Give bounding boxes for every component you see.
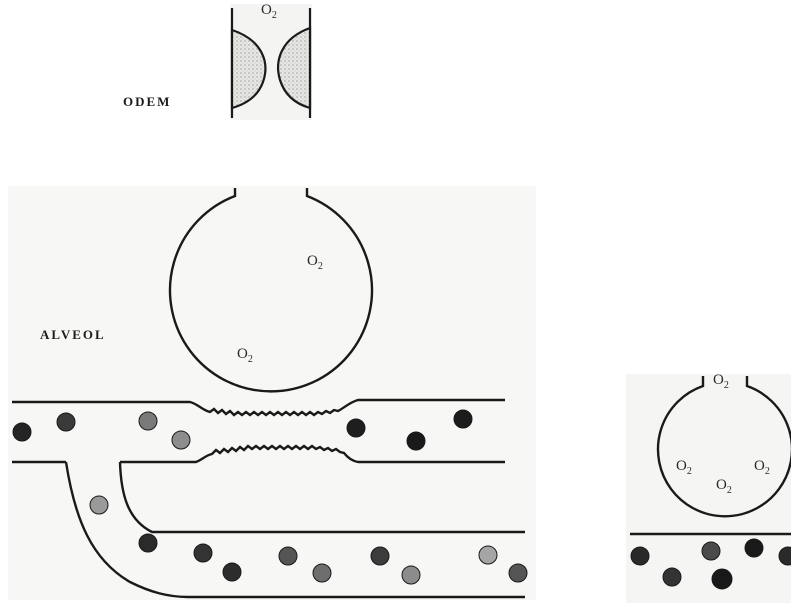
blood-cell [13, 423, 31, 441]
blood-cell [407, 432, 425, 450]
o2-label-odem: O2 [261, 2, 277, 21]
blood-cell [194, 544, 212, 562]
odem-panel [232, 8, 310, 118]
blood-cell [347, 419, 365, 437]
blood-cell [454, 410, 472, 428]
blood-cell [139, 534, 157, 552]
blood-cells-right [631, 539, 791, 589]
blood-cell [371, 547, 389, 565]
branch-inner-wall [120, 462, 525, 532]
blood-cells-main [13, 410, 527, 584]
blood-cell [313, 564, 331, 582]
o2-label-right-middle: O2 [716, 477, 732, 496]
branch-outer-wall [66, 462, 525, 597]
o2-label-alveolus-lower: O2 [237, 346, 253, 365]
blood-cell [712, 569, 732, 589]
o2-label-right-right: O2 [754, 458, 770, 477]
blood-cell [479, 546, 497, 564]
blood-cell [90, 496, 108, 514]
capillary-upper-wall [12, 400, 505, 415]
blood-cell [745, 539, 763, 557]
alveolus [170, 188, 372, 391]
blood-cell [702, 542, 720, 560]
o2-label-alveolus-upper: O2 [307, 253, 323, 272]
blood-cell [631, 547, 649, 565]
blood-cell [172, 431, 190, 449]
blood-cell [509, 564, 527, 582]
blood-cell [279, 547, 297, 565]
capillary-walls [12, 400, 525, 597]
blood-cell [779, 547, 791, 565]
alveolus-wall [170, 188, 372, 391]
o2-label-right-left: O2 [676, 458, 692, 477]
blood-cell [663, 568, 681, 586]
right-panel [630, 376, 791, 534]
blood-cell [57, 413, 75, 431]
alveol-label: ALVEOL [40, 327, 106, 343]
blood-cell [139, 412, 157, 430]
blood-cell [223, 563, 241, 581]
odem-left-swelling [232, 30, 265, 108]
o2-label-right-top: O2 [713, 372, 729, 391]
odem-label: ODEM [123, 94, 171, 110]
blood-cell [402, 566, 420, 584]
odem-right-swelling [278, 28, 310, 108]
